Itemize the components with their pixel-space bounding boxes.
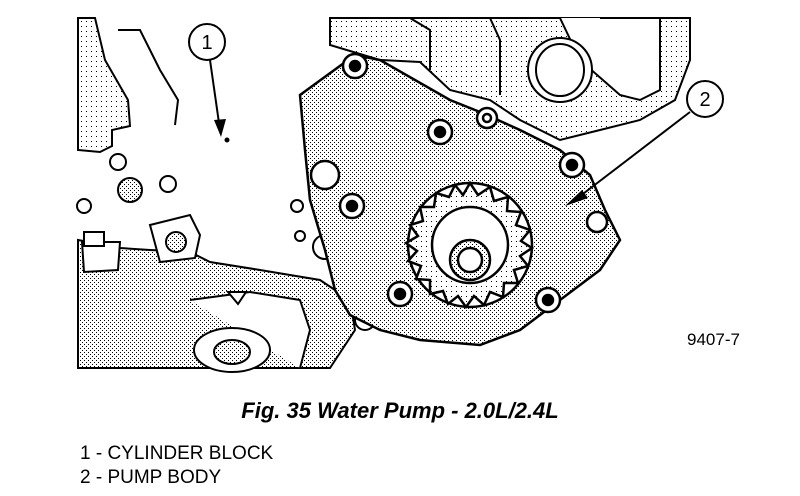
figure-id: 9407-7 <box>687 330 740 349</box>
legend: 1 - CYLINDER BLOCK 2 - PUMP BODY <box>80 442 273 490</box>
legend-item-pump-body: 2 - PUMP BODY <box>80 467 222 488</box>
callout-1: 1 <box>188 23 226 137</box>
pump-body-drawing <box>298 52 622 347</box>
callout-1-number: 1 <box>201 32 212 54</box>
cylinder-block-drawing <box>76 17 376 373</box>
figure-caption: Fig. 35 Water Pump - 2.0L/2.4L <box>241 398 559 423</box>
callout-2: 2 <box>565 80 724 206</box>
engine-upper-housing <box>329 17 691 142</box>
water-pump-illustration: 1 2 <box>76 17 724 373</box>
legend-item-cylinder-block: 1 - CYLINDER BLOCK <box>80 443 274 464</box>
callout-2-number: 2 <box>699 89 710 111</box>
